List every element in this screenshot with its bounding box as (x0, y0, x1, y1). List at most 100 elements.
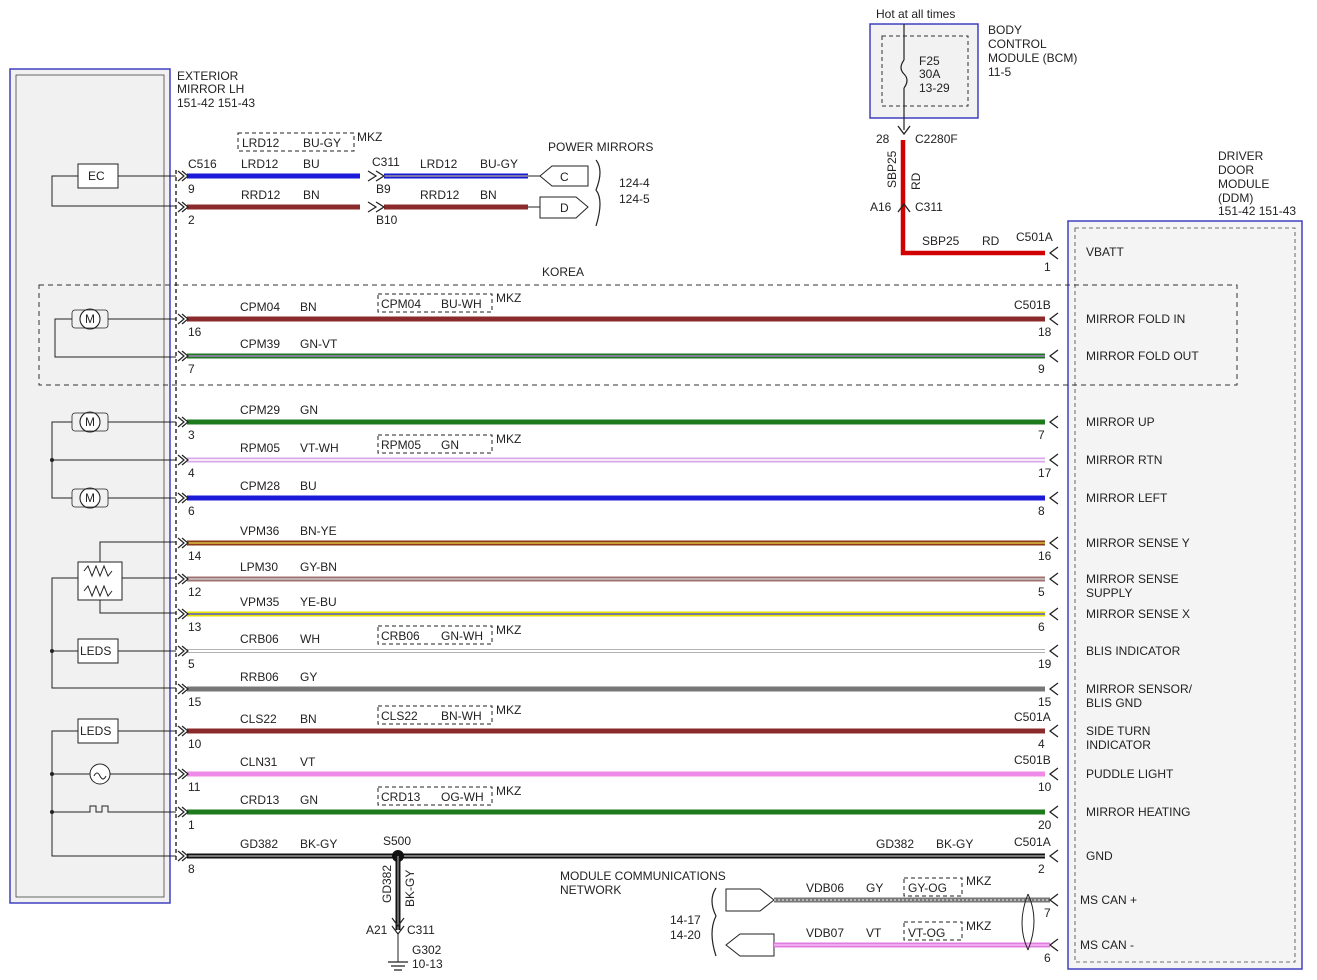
c311-conn-label: C311 (915, 200, 943, 214)
mkz-circuit-label: CRB06 (381, 629, 420, 643)
wire-circuit-label: RPM05 (240, 441, 280, 455)
mirror-title: EXTERIOR (177, 69, 239, 83)
exterior-mirror-component (9, 68, 171, 904)
junction-dot (50, 810, 54, 814)
ddm-title-1: DRIVER (1218, 149, 1264, 163)
korea-region (38, 284, 1238, 386)
right-pin-number: 18 (1038, 325, 1052, 339)
ec-wire2-midpin: B10 (376, 213, 398, 227)
bcm-title-2: CONTROL (988, 37, 1047, 51)
ddm-function-label: MIRROR LEFT (1086, 491, 1168, 505)
blis-leds-box: LEDS (77, 638, 119, 664)
can-plus-circuit: VDB06 (806, 881, 844, 895)
can-plus-mkz-color: GY-OG (908, 881, 947, 895)
right-pin-number: 6 (1038, 620, 1045, 634)
right-connector-label: C501B (1014, 298, 1051, 312)
mkz-circuit-label: CPM04 (381, 297, 421, 311)
wire-circuit-label: VPM35 (240, 595, 280, 609)
ddm-function-label: MIRROR FOLD OUT (1086, 349, 1199, 363)
left-pin-number: 14 (188, 549, 202, 563)
mkz-circuit-label: CRD13 (381, 790, 421, 804)
left-pin-number: 12 (188, 585, 202, 599)
wire-circuit-label: CPM39 (240, 337, 280, 351)
vbatt-pin: 1 (1044, 260, 1051, 274)
b9-arrow-a (367, 170, 378, 182)
can-plus-color: GY (866, 881, 883, 895)
korea-label: KOREA (542, 265, 584, 279)
ddm-function-label: GND (1086, 849, 1113, 863)
mkz-color-label: OG-WH (441, 790, 484, 804)
right-pin-number: 15 (1038, 695, 1052, 709)
can-plus-func: MS CAN + (1080, 893, 1137, 907)
right-pin-arrow (1048, 453, 1059, 467)
mkz-tag: MKZ (496, 291, 521, 305)
can-minus-connector (725, 933, 775, 957)
svg-text:SBP25: SBP25 (885, 150, 899, 188)
left-pin-number: 16 (188, 325, 202, 339)
mkz-lrd12-tag: MKZ (357, 130, 382, 144)
wire-color-label: BN (300, 300, 317, 314)
ec-wire1-color: BU (303, 157, 320, 171)
ddm-title-4: (DDM) (1218, 191, 1253, 205)
bcm-connector: C2280F (915, 132, 958, 146)
ec-wire2-color: BN (303, 188, 320, 202)
wire-circuit-label: CPM04 (240, 300, 280, 314)
left-pin-number: 11 (188, 780, 201, 794)
right-pin-arrow (1048, 349, 1059, 363)
wire-circuit-label: RRB06 (240, 670, 279, 684)
left-pin-arrow (177, 768, 189, 780)
fuse-label: F25 (919, 54, 940, 68)
fuse-ref: 13-29 (919, 81, 950, 95)
ddm-function-label: PUDDLE LIGHT (1086, 767, 1174, 781)
right-pin-number: 4 (1038, 737, 1045, 751)
right-connector-label: C501A (1014, 710, 1051, 724)
ec-wire1-circuit: LRD12 (241, 157, 279, 171)
svg-text:M: M (85, 415, 95, 429)
left-pin-number: 7 (188, 362, 195, 376)
bcm-pin: 28 (876, 132, 890, 146)
ddm-function-label: SIDE TURN (1086, 724, 1150, 738)
ddm-function-label-2: INDICATOR (1086, 738, 1151, 752)
ddm-function-label: MIRROR SENSOR/ (1086, 682, 1193, 696)
c311-mid-label: C311 (372, 155, 400, 169)
ddm-function-label: BLIS INDICATOR (1086, 644, 1181, 658)
left-pin-number: 15 (188, 695, 202, 709)
fuse-symbol (900, 59, 908, 89)
vbatt-conn: C501A (1016, 230, 1053, 244)
ground-ref: 10-13 (412, 957, 443, 971)
wire-color-label: BU (300, 479, 317, 493)
svg-text:M: M (85, 491, 95, 505)
left-pin-arrow (177, 645, 189, 657)
right-pin-arrow (1048, 805, 1059, 819)
network-title: MODULE COMMUNICATIONS (560, 869, 726, 883)
wire-circuit-label: CRB06 (240, 632, 279, 646)
network-title-2: NETWORK (560, 883, 621, 897)
right-pin-arrow (1048, 644, 1059, 658)
wire-circuit-label: CPM29 (240, 403, 280, 417)
mkz-tag: MKZ (496, 703, 521, 717)
ground-name: G302 (412, 943, 442, 957)
ddm-function-label: MIRROR RTN (1086, 453, 1162, 467)
wire-circuit-label: CPM28 (240, 479, 280, 493)
right-circuit-label: GD382 (876, 837, 914, 851)
wire-color-label: BN (300, 712, 317, 726)
connector-c: C (539, 165, 589, 187)
can-plus-mkz: MKZ (966, 874, 991, 888)
sensor-leads (51, 541, 176, 689)
vbatt-color: RD (982, 234, 1000, 248)
ground-pin: A21 (366, 923, 388, 937)
mkz-circuit-label: CLS22 (381, 709, 418, 723)
left-pin-number: 5 (188, 657, 195, 671)
right-pin-arrow (1048, 724, 1059, 738)
right-pin-number: 8 (1038, 504, 1045, 518)
right-pin-number: 19 (1038, 657, 1052, 671)
bcm-component (869, 23, 979, 119)
bcm-pin-arrow (897, 125, 911, 136)
ground-conn: C311 (407, 923, 435, 937)
wire-color-label: GY-BN (300, 560, 337, 574)
turn-leds-box: LEDS (77, 718, 119, 744)
network-bracket (711, 887, 717, 957)
ddm-component (1067, 220, 1303, 970)
left-pin-arrow (177, 492, 189, 504)
mkz-lrd12-circuit: LRD12 (242, 136, 280, 150)
